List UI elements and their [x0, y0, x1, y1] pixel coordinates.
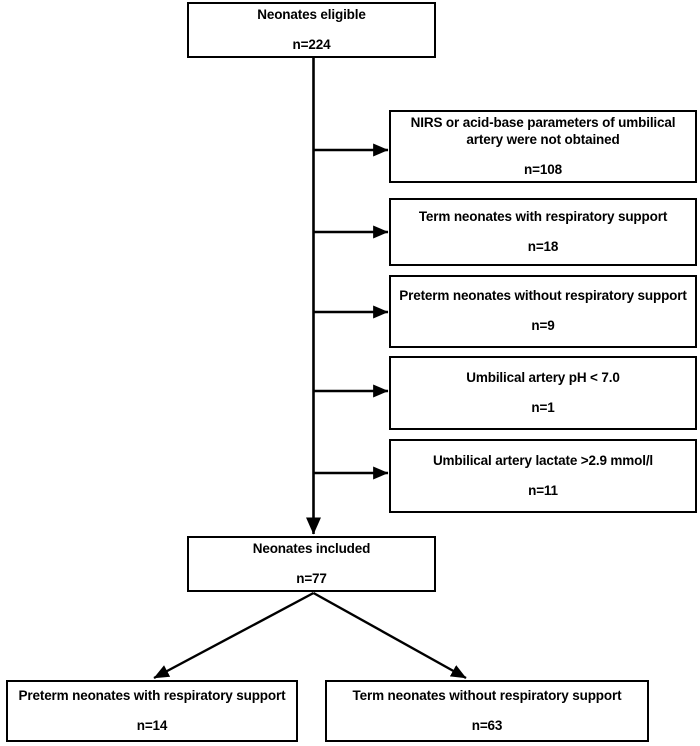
node-group-term-without-support: Term neonates without respiratory suppor… — [325, 680, 649, 742]
node-title: Umbilical artery pH < 7.0 — [466, 369, 620, 385]
node-count: n=224 — [292, 36, 331, 52]
connector-group-0 — [153, 591, 315, 680]
node-title: Term neonates with respiratory support — [418, 208, 668, 224]
node-title: Neonates included — [252, 540, 371, 556]
node-title: Preterm neonates without respiratory sup… — [399, 288, 687, 304]
connector-group-1 — [312, 591, 467, 680]
node-count: n=9 — [531, 318, 555, 334]
node-title: Preterm neonates with respiratory suppor… — [18, 687, 286, 703]
node-count: n=11 — [528, 482, 558, 498]
node-excluded-lactate-above-2-9: Umbilical artery lactate >2.9 mmol/l n=1… — [389, 439, 697, 513]
node-neonates-included: Neonates included n=77 — [187, 536, 436, 592]
node-count: n=1 — [531, 399, 555, 415]
node-excluded-term-with-support: Term neonates with respiratory support n… — [389, 198, 697, 266]
node-title: Term neonates without respiratory suppor… — [352, 687, 622, 703]
node-count: n=14 — [136, 717, 168, 733]
node-excluded-nirs-acid-base: NIRS or acid-base parameters of umbilica… — [389, 110, 697, 183]
node-neonates-eligible: Neonates eligible n=224 — [187, 2, 436, 58]
node-title: Neonates eligible — [257, 6, 366, 22]
node-title: Umbilical artery lactate >2.9 mmol/l — [432, 452, 654, 468]
node-count: n=77 — [296, 570, 327, 586]
node-excluded-ph-below-7: Umbilical artery pH < 7.0 n=1 — [389, 356, 697, 430]
node-group-preterm-with-support: Preterm neonates with respiratory suppor… — [6, 680, 298, 742]
node-count: n=18 — [527, 238, 559, 254]
node-count: n=108 — [524, 161, 562, 177]
node-title: NIRS or acid-base parameters of umbilica… — [410, 115, 676, 147]
node-excluded-preterm-without-support: Preterm neonates without respiratory sup… — [389, 275, 697, 348]
node-count: n=63 — [471, 717, 503, 733]
